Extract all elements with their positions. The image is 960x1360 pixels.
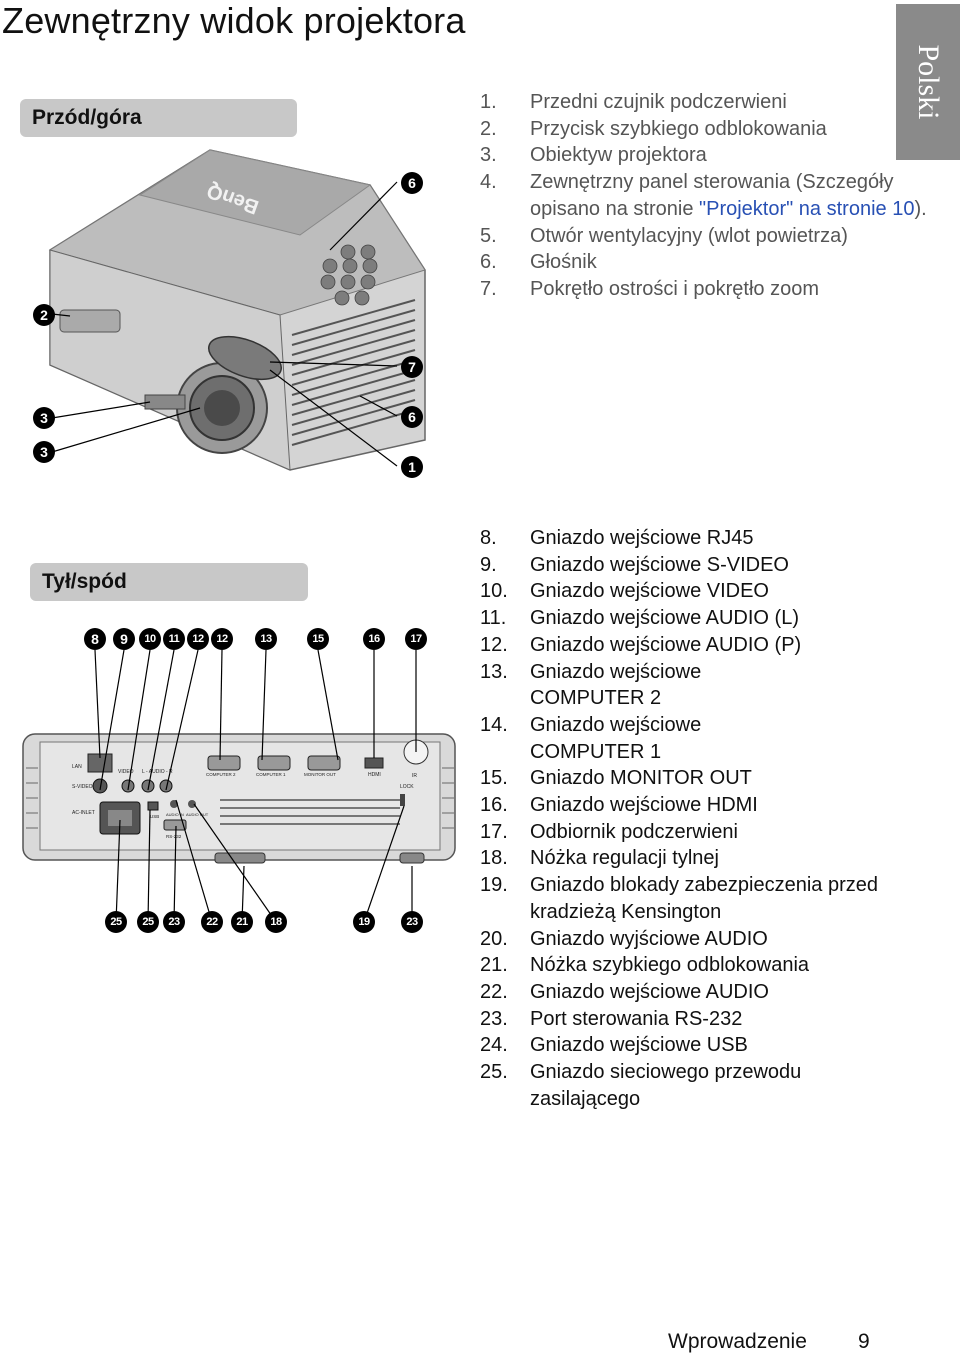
- ir-label: IR: [412, 773, 417, 779]
- projector-back-illustration: LAN S-VIDEO VIDEO L - AUDIO - R COMPUTER…: [22, 733, 456, 864]
- callout-22: 22: [201, 911, 223, 933]
- page-reference-link[interactable]: "Projektor" na stronie 10: [699, 197, 915, 220]
- list-item: 19.Gniazdo blokady zabezpieczenia przed …: [480, 874, 878, 923]
- computer2-label: COMPUTER 2: [206, 772, 236, 777]
- callout-10: 10: [139, 628, 161, 650]
- callout-6: 6: [401, 172, 423, 194]
- list-item: 21.Nóżka szybkiego odblokowania: [480, 954, 810, 977]
- footer-section: Wprowadzenie: [668, 1330, 807, 1353]
- lock-label: LOCK: [400, 784, 414, 790]
- callout-16: 16: [363, 628, 385, 650]
- list-item: 20.Gniazdo wyjściowe AUDIO: [480, 927, 768, 950]
- callout-7: 7: [401, 356, 423, 378]
- monitor-out-label: MONITOR OUT: [304, 772, 336, 777]
- list-item: 5.Otwór wentylacyjny (wlot powietrza): [480, 224, 848, 247]
- callout-1: 1: [401, 456, 423, 478]
- list-item: 3.Obiektyw projektora: [480, 144, 707, 167]
- list-item: 16.Gniazdo wejściowe HDMI: [480, 794, 758, 817]
- usb-label: USB: [150, 814, 159, 819]
- list-item: 25.Gniazdo sieciowego przewodu zasilając…: [480, 1061, 802, 1110]
- list-item: 10.Gniazdo wejściowe VIDEO: [480, 580, 769, 603]
- list-item: 12.Gniazdo wejściowe AUDIO (P): [480, 633, 802, 656]
- list-item: 4.Zewnętrzny panel sterowania (Szczegóły…: [480, 171, 927, 220]
- callout-9: 9: [113, 628, 135, 650]
- callout-21: 21: [231, 911, 253, 933]
- back-parts-list: 8.Gniazdo wejściowe RJ45 9.Gniazdo wejśc…: [480, 525, 900, 1112]
- list-item: 1.Przedni czujnik podczerwieni: [480, 91, 787, 113]
- list-item: 17.Odbiornik podczerwieni: [480, 820, 738, 843]
- callout-19: 19: [353, 911, 375, 933]
- page-title: Zewnętrzny widok projektora: [2, 0, 466, 41]
- callout-25: 25: [137, 911, 159, 933]
- list-item: 2.Przycisk szybkiego odblokowania: [480, 117, 827, 140]
- callout-6: 6: [401, 406, 423, 428]
- rs232-label: RS-232: [166, 834, 182, 839]
- callout-3: 3: [33, 441, 55, 463]
- list-item: 6.Głośnik: [480, 251, 597, 274]
- audio-in-label: AUDIO IN: [166, 812, 184, 817]
- video-label: VIDEO: [118, 769, 134, 775]
- callout-11: 11: [163, 628, 185, 650]
- back-section-label: Tył/spód: [30, 563, 308, 601]
- computer1-label: COMPUTER 1: [256, 772, 286, 777]
- list-item: 24.Gniazdo wejściowe USB: [480, 1034, 748, 1057]
- list-item: 22.Gniazdo wejściowe AUDIO: [480, 980, 769, 1003]
- callout-23: 23: [163, 911, 185, 933]
- callout-15: 15: [307, 628, 329, 650]
- list-item: 14.Gniazdo wejściowe COMPUTER 1: [480, 713, 702, 763]
- callout-12: 12: [211, 628, 233, 650]
- list-item: 13.Gniazdo wejściowe COMPUTER 2: [480, 660, 702, 710]
- language-tab: Polski: [896, 4, 960, 160]
- callout-17: 17: [405, 628, 427, 650]
- list-item: 15.Gniazdo MONITOR OUT: [480, 767, 752, 790]
- list-item: 18.Nóżka regulacji tylnej: [480, 847, 719, 870]
- callout-25: 25: [105, 911, 127, 933]
- front-parts-list: 1.Przedni czujnik podczerwieni 2.Przycis…: [480, 89, 960, 303]
- hdmi-label: HDMI: [368, 772, 381, 778]
- lan-label: LAN: [72, 764, 82, 770]
- audio-label: L - AUDIO - R: [142, 769, 173, 775]
- list-item: 11.Gniazdo wejściowe AUDIO (L): [480, 607, 799, 630]
- list-item: 8.Gniazdo wejściowe RJ45: [480, 527, 754, 549]
- ac-inlet-label: AC-INLET: [72, 810, 95, 816]
- footer-page-number: 9: [858, 1330, 870, 1353]
- callout-23: 23: [401, 911, 423, 933]
- projector-front-illustration: BenQ: [48, 149, 426, 471]
- back-callout-lines: [94, 649, 417, 923]
- callout-12: 12: [187, 628, 209, 650]
- audio-out-label: AUDIO OUT: [186, 812, 209, 817]
- front-section-label: Przód/góra: [20, 99, 297, 137]
- list-item: 23.Port sterowania RS-232: [480, 1007, 743, 1030]
- callout-18: 18: [265, 911, 287, 933]
- callout-2: 2: [33, 304, 55, 326]
- callout-8: 8: [84, 628, 106, 650]
- callout-3: 3: [33, 407, 55, 429]
- svideo-label: S-VIDEO: [72, 784, 93, 790]
- list-item: 9.Gniazdo wejściowe S-VIDEO: [480, 553, 789, 576]
- callout-13: 13: [255, 628, 277, 650]
- list-item: 7.Pokrętło ostrości i pokrętło zoom: [480, 277, 820, 300]
